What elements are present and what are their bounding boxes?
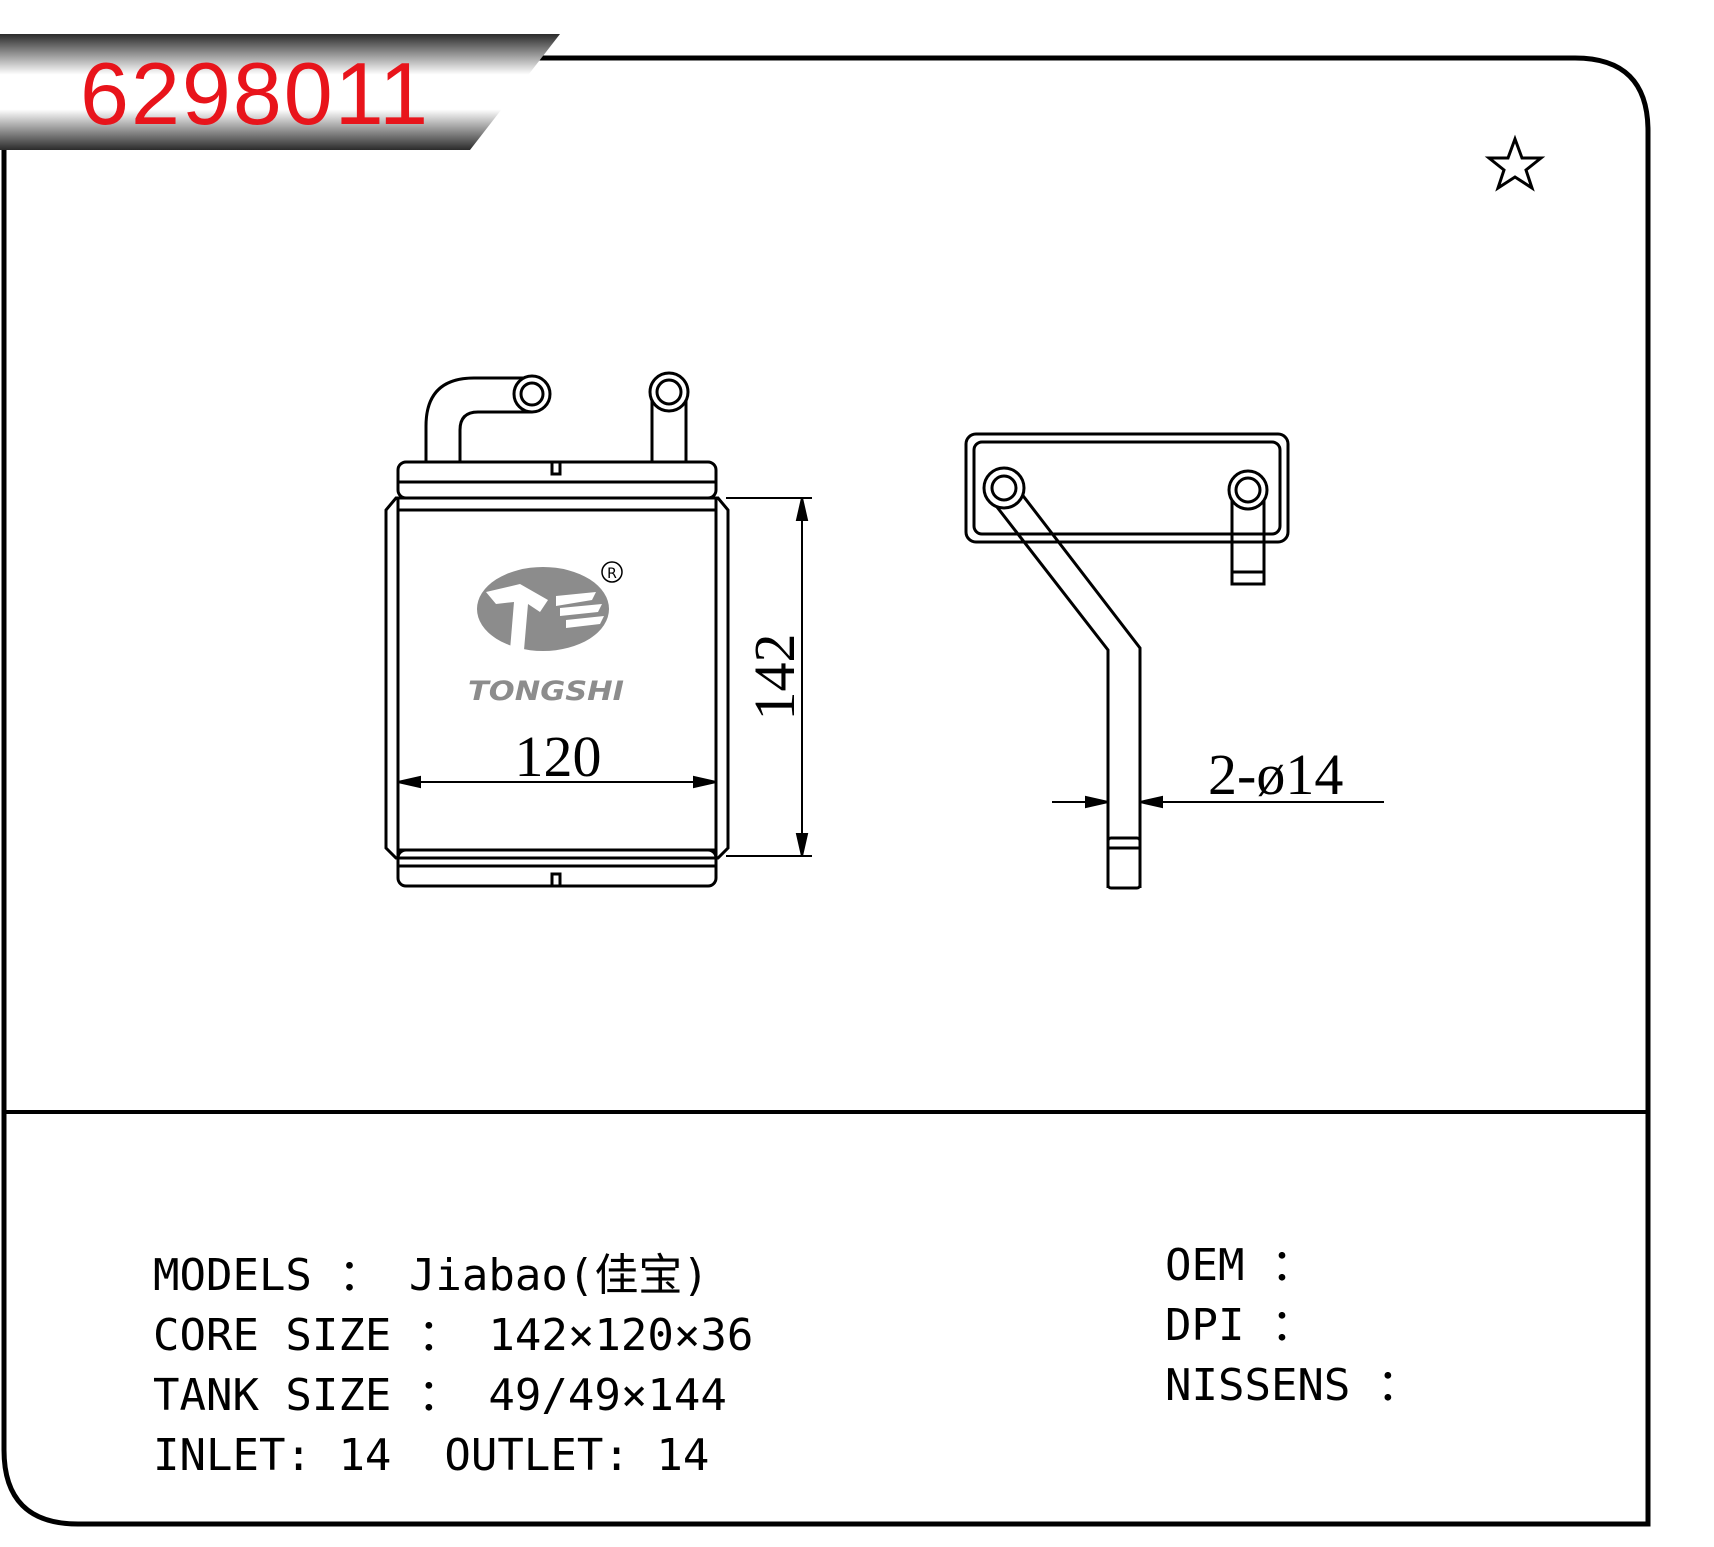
heater-core-side-view — [964, 432, 1290, 890]
spec-oem: OEM ： — [1112, 1200, 1315, 1288]
spec-separator: ： — [338, 1250, 383, 1301]
spec-tank-size: TANK SIZE ： 49/49×144 — [100, 1330, 727, 1418]
inlet-value: 14 — [338, 1430, 392, 1481]
spec-nissens: NISSENS ： — [1112, 1320, 1421, 1408]
spec-separator: ： — [417, 1310, 462, 1361]
spec-separator: ： — [1270, 1240, 1315, 1291]
spec-separator: ： — [417, 1370, 462, 1421]
spec-label: TANK SIZE — [152, 1370, 392, 1421]
heater-core-front-view — [384, 371, 730, 888]
side-inlet-pipe — [988, 497, 1110, 888]
spec-models: MODELS ： Jiabao(佳宝) — [100, 1210, 709, 1298]
part-number: 6298011 — [80, 44, 431, 143]
bottom-tank — [396, 848, 718, 888]
spec-label: MODELS — [152, 1250, 312, 1301]
spec-label: CORE SIZE — [152, 1310, 392, 1361]
inlet-pipe-end — [512, 374, 552, 414]
side-tank-outer — [964, 432, 1290, 544]
top-tank — [396, 460, 718, 500]
core-body — [384, 496, 730, 860]
frame-border — [1, 55, 1651, 1527]
inlet-pipe — [424, 376, 532, 462]
spec-value: Jiabao(佳宝) — [408, 1250, 709, 1301]
spec-value: 142×120×36 — [488, 1310, 754, 1361]
spec-dpi: DPI ： — [1112, 1260, 1315, 1348]
spec-separator: ： — [1270, 1300, 1315, 1351]
star-icon[interactable] — [1484, 134, 1546, 192]
width-dimension-label: 120 — [515, 724, 602, 789]
pipe-diameter-dimension — [1052, 795, 1384, 809]
spec-core-size: CORE SIZE ： 142×120×36 — [100, 1270, 753, 1358]
spec-value: 49/49×144 — [488, 1370, 727, 1421]
spec-label: DPI — [1164, 1300, 1245, 1351]
height-dimension — [726, 497, 812, 857]
spec-label: NISSENS — [1164, 1360, 1351, 1411]
title-banner — [0, 34, 560, 150]
spec-label: OEM — [1164, 1240, 1245, 1291]
logo-text: TONGSHI — [468, 676, 624, 707]
height-dimension-label: 142 — [742, 634, 807, 721]
outlet-value: 14 — [656, 1430, 710, 1481]
pipe-diameter-label: 2-ø14 — [1208, 742, 1343, 807]
width-dimension — [397, 775, 717, 789]
outlet-label: OUTLET: — [444, 1430, 630, 1481]
spec-ports: INLET: 14 OUTLET: 14 — [100, 1390, 709, 1478]
registered-mark: R — [607, 566, 617, 582]
side-outlet-pipe — [1230, 500, 1266, 586]
tongshi-logo — [477, 561, 623, 651]
spec-separator: ： — [1376, 1360, 1421, 1411]
inlet-label: INLET: — [152, 1430, 312, 1481]
